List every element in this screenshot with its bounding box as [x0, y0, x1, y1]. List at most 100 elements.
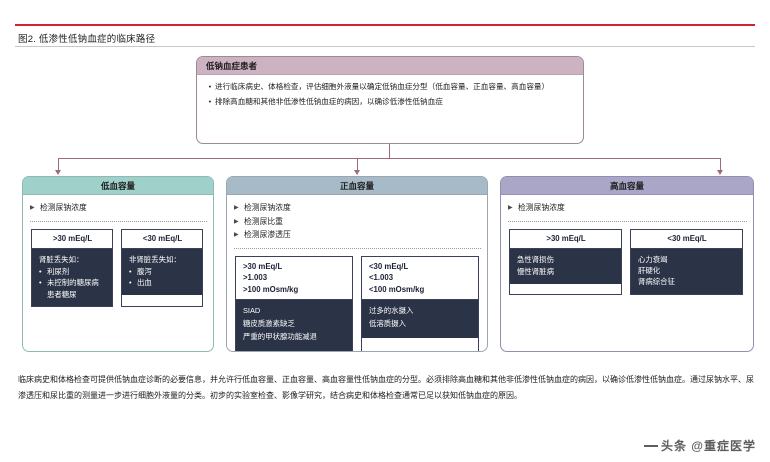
- result-item: • 未控制的糖尿病患者糖尿: [39, 277, 106, 299]
- result-box: <30 mEq/L 心力衰竭 肝硬化 肾病综合征: [630, 228, 743, 295]
- column-hypervolemia: 高血容量 ▶ 检测尿钠浓度 >30 mEq/L 急性肾损伤 慢性肾脏病 <30 …: [500, 176, 754, 352]
- result-body: 肾脏丢失如： • 利尿剂 • 未控制的糖尿病患者糖尿: [32, 249, 112, 306]
- result-body-title: 肾脏丢失如：: [39, 255, 84, 265]
- test-item-label: 检测尿钠浓度: [518, 203, 565, 212]
- triangle-bullet-icon: ▶: [30, 205, 35, 211]
- column-hypervolemia-tests: ▶ 检测尿钠浓度: [501, 195, 753, 218]
- test-item-label: 检测尿比重: [244, 216, 283, 226]
- result-threshold: >30 mEq/L >1.003 >100 mOsm/kg: [236, 257, 352, 300]
- result-body: 非肾脏丢失如： • 腹泻 • 出血: [122, 249, 202, 295]
- connector-stem: [389, 144, 390, 158]
- cause-item: 急性肾损伤: [517, 255, 554, 265]
- result-item: • 利尿剂: [39, 266, 106, 277]
- cause-item: 糖皮质激素缺乏: [243, 318, 295, 328]
- result-item-label: 未控制的糖尿病患者糖尿: [47, 278, 99, 299]
- cause-item: 低溶质摄入: [369, 318, 406, 328]
- dotted-separator: [234, 248, 481, 250]
- patient-bullet-text: 进行临床病史、体格检查，评估细胞外液量以确定低钠血症分型（低血容量、正血容量、高…: [215, 82, 550, 91]
- arrow-head-left-icon: [55, 170, 61, 175]
- column-euvolemia-tests: ▶ 检测尿钠浓度 ▶ 检测尿比重 ▶ 检测尿渗透压: [227, 195, 487, 245]
- column-euvolemia-header: 正血容量: [227, 177, 487, 195]
- watermark-text: 头条 @重症医学: [660, 439, 756, 453]
- result-item-label: 利尿剂: [47, 267, 70, 277]
- test-item: ▶ 检测尿钠浓度: [30, 202, 205, 214]
- result-body: SIAD 糖皮质激素缺乏 严重的甲状腺功能减退: [236, 299, 352, 351]
- result-item: • 腹泻: [129, 266, 196, 277]
- hypovolemia-results: >30 mEq/L 肾脏丢失如： • 利尿剂 • 未控制的糖尿病患者糖尿 <30…: [23, 222, 213, 307]
- hypervolemia-results: >30 mEq/L 急性肾损伤 慢性肾脏病 <30 mEq/L 心力衰竭 肝硬化…: [501, 222, 753, 295]
- threshold-line: <1.003: [369, 273, 394, 283]
- figure-title: 图2. 低渗性低钠血症的临床路径: [18, 34, 156, 45]
- cause-item: 慢性肾脏病: [517, 267, 554, 277]
- test-item-label: 检测尿渗透压: [244, 230, 291, 240]
- triangle-bullet-icon: ▶: [234, 205, 239, 211]
- result-box: <30 mEq/L <1.003 <100 mOsm/kg 过多的水摄入 低溶质…: [361, 256, 479, 351]
- patient-bullet: • 排除高血糖和其他非低渗性低钠血症的病因，以确诊低渗性低钠血症: [205, 96, 573, 108]
- test-item: ▶ 检测尿钠浓度: [508, 202, 745, 214]
- threshold-line: >30 mEq/L: [243, 262, 283, 272]
- cause-item: SIAD: [243, 305, 261, 315]
- test-item: ▶ 检测尿渗透压: [234, 229, 479, 241]
- bullet-dot-icon: •: [208, 96, 212, 106]
- result-threshold: >30 mEq/L: [510, 229, 621, 250]
- column-hypovolemia-header: 低血容量: [23, 177, 213, 195]
- cause-item: 肝硬化: [638, 266, 661, 276]
- result-threshold: >30 mEq/L: [32, 229, 112, 250]
- threshold-line: <100 mOsm/kg: [369, 284, 425, 294]
- result-body: 心力衰竭 肝硬化 肾病综合征: [631, 249, 742, 294]
- top-red-rule: [15, 24, 755, 26]
- test-item-label: 检测尿钠浓度: [244, 203, 291, 212]
- result-box: <30 mEq/L 非肾脏丢失如： • 腹泻 • 出血: [121, 228, 203, 307]
- triangle-bullet-icon: ▶: [234, 232, 239, 239]
- result-item-label: 出血: [137, 278, 152, 288]
- result-body-title: 非肾脏丢失如：: [129, 255, 181, 265]
- bullet-dot-icon: •: [39, 267, 42, 277]
- result-body: 过多的水摄入 低溶质摄入: [362, 299, 478, 338]
- connector-branch-right: [720, 158, 721, 171]
- title-divider-rule: [15, 46, 755, 47]
- threshold-line: >100 mOsm/kg: [243, 284, 299, 294]
- bullet-dot-icon: •: [129, 267, 132, 277]
- result-body: 急性肾损伤 慢性肾脏病: [510, 249, 621, 285]
- patient-box-body: • 进行临床病史、体格检查，评估细胞外液量以确定低钠血症分型（低血容量、正血容量…: [197, 75, 583, 115]
- triangle-bullet-icon: ▶: [234, 218, 239, 225]
- patient-box-header: 低钠血症患者: [197, 57, 583, 75]
- bullet-dot-icon: •: [129, 278, 132, 288]
- cause-item: 严重的甲状腺功能减退: [243, 331, 317, 341]
- patient-bullet: • 进行临床病史、体格检查，评估细胞外液量以确定低钠血症分型（低血容量、正血容量…: [205, 81, 573, 93]
- result-box: >30 mEq/L >1.003 >100 mOsm/kg SIAD 糖皮质激素…: [235, 256, 353, 351]
- patient-bullet-text: 排除高血糖和其他非低渗性低钠血症的病因，以确诊低渗性低钠血症: [215, 96, 443, 106]
- column-hypovolemia-tests: ▶ 检测尿钠浓度: [23, 195, 213, 218]
- column-euvolemia: 正血容量 ▶ 检测尿钠浓度 ▶ 检测尿比重 ▶ 检测尿渗透压 >30 mEq/L…: [226, 176, 488, 352]
- euvolemia-results: >30 mEq/L >1.003 >100 mOsm/kg SIAD 糖皮质激素…: [227, 249, 487, 351]
- watermark-line-icon: [643, 444, 658, 447]
- test-item-label: 检测尿钠浓度: [40, 203, 87, 212]
- cause-item: 肾病综合征: [638, 277, 675, 287]
- watermark: 头条 @重症医学: [643, 437, 756, 454]
- triangle-bullet-icon: ▶: [508, 205, 513, 211]
- result-box: >30 mEq/L 急性肾损伤 慢性肾脏病: [509, 228, 622, 295]
- arrow-head-mid-icon: [354, 170, 360, 175]
- column-hypervolemia-header: 高血容量: [501, 177, 753, 195]
- result-item: • 出血: [129, 277, 196, 288]
- result-threshold: <30 mEq/L: [631, 229, 742, 250]
- test-item: ▶ 检测尿钠浓度: [234, 202, 479, 214]
- bullet-dot-icon: •: [208, 82, 212, 91]
- test-item: ▶ 检测尿比重: [234, 216, 479, 228]
- bullet-dot-icon: •: [39, 278, 42, 288]
- result-box: >30 mEq/L 肾脏丢失如： • 利尿剂 • 未控制的糖尿病患者糖尿: [31, 228, 113, 307]
- threshold-line: <30 mEq/L: [369, 262, 409, 272]
- cause-item: 心力衰竭: [638, 255, 668, 265]
- result-threshold: <30 mEq/L <1.003 <100 mOsm/kg: [362, 257, 478, 300]
- figure-caption: 临床病史和体格检查可提供低钠血症诊断的必要信息，并允许行低血容量、正血容量、高血…: [18, 375, 754, 400]
- column-hypovolemia: 低血容量 ▶ 检测尿钠浓度 >30 mEq/L 肾脏丢失如： • 利尿剂 •: [22, 176, 214, 352]
- result-item-label: 腹泻: [137, 267, 152, 277]
- result-threshold: <30 mEq/L: [122, 229, 202, 250]
- threshold-line: >1.003: [243, 273, 268, 283]
- patient-box: 低钠血症患者 • 进行临床病史、体格检查，评估细胞外液量以确定低钠血症分型（低血…: [196, 56, 584, 144]
- connector-bar: [58, 158, 720, 159]
- dotted-separator: [508, 220, 747, 222]
- cause-item: 过多的水摄入: [369, 305, 414, 315]
- connector-branch-left: [58, 158, 59, 171]
